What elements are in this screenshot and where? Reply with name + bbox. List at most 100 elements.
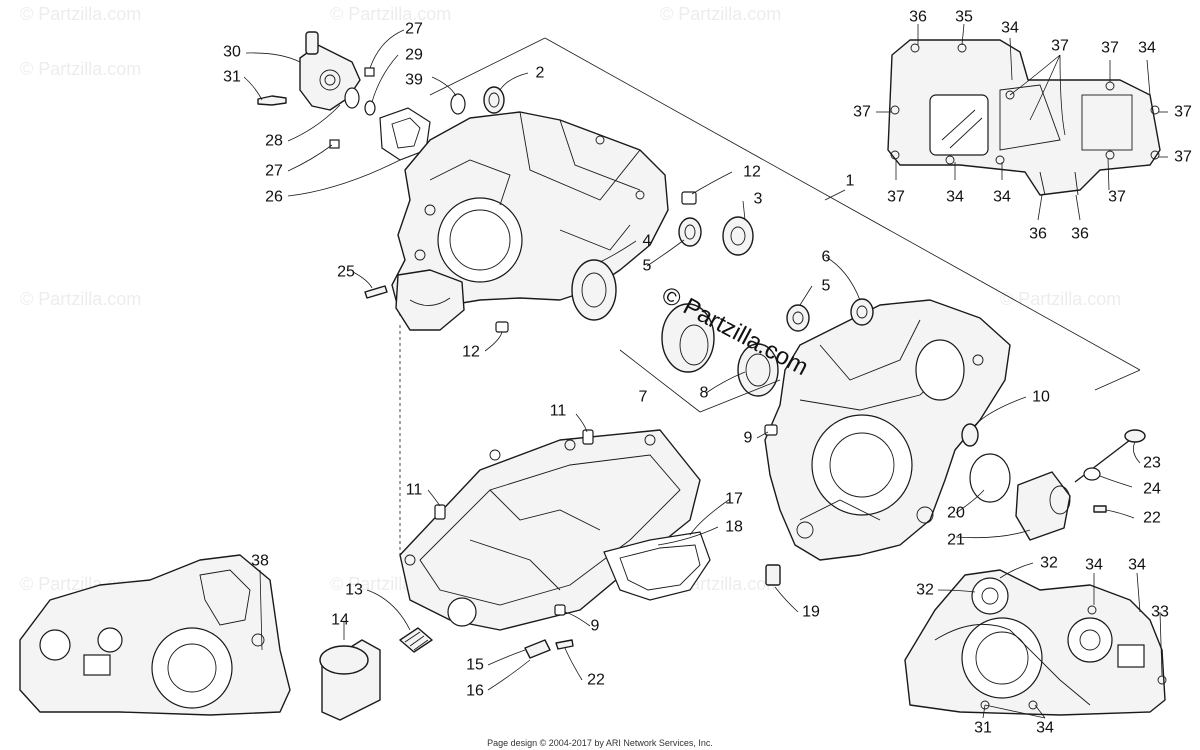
- callout-12: 12: [743, 164, 761, 181]
- callout-6: 6: [822, 249, 831, 266]
- right-side-inset: [904, 569, 1167, 716]
- oil-pan-body: [399, 429, 701, 631]
- seal-housing: [661, 303, 715, 373]
- pump-rotor: [319, 69, 341, 91]
- top-view-inset: [887, 39, 1161, 196]
- callout-37: 37: [853, 104, 871, 121]
- callout-5: 5: [643, 258, 652, 275]
- callout-11: 11: [406, 482, 423, 499]
- callout-38: 38: [251, 553, 269, 570]
- fitting: [524, 639, 551, 659]
- callout-32: 32: [916, 582, 934, 599]
- callout-9: 9: [591, 618, 600, 635]
- oil-filter-cup: [1015, 471, 1071, 541]
- dipstick-cap: [1124, 429, 1146, 443]
- callout-18: 18: [725, 519, 743, 536]
- case-bore: [915, 339, 965, 401]
- screw: [555, 639, 574, 650]
- stud-bolt: [364, 285, 388, 299]
- callout-27: 27: [405, 21, 423, 38]
- page-footer: Page design © 2004-2017 by ARI Network S…: [487, 738, 713, 748]
- callout-2: 2: [536, 65, 545, 82]
- callout-4: 4: [643, 233, 652, 250]
- callout-26: 26: [265, 189, 283, 206]
- bushing: [737, 343, 779, 397]
- callout-28: 28: [265, 133, 283, 150]
- callout-25: 25: [337, 264, 355, 281]
- watermark: © Partzilla.com: [330, 4, 451, 24]
- bearing: [722, 216, 754, 256]
- dowel-pin: [495, 321, 509, 333]
- dowel-pin: [434, 504, 446, 520]
- right-crankcase: [764, 298, 1011, 586]
- bearing: [850, 298, 874, 326]
- dowel-pin: [764, 424, 778, 436]
- bearing: [786, 304, 810, 332]
- callout-13: 13: [345, 582, 363, 599]
- ball-bearing: [571, 259, 617, 321]
- oil-pump-nozzle: [305, 31, 319, 55]
- callout-37: 37: [1174, 149, 1192, 166]
- callout-23: 23: [1143, 455, 1161, 472]
- bolt: [257, 95, 287, 106]
- callout-34: 34: [1036, 720, 1054, 737]
- left-bearings: [571, 216, 754, 321]
- bearing: [678, 217, 702, 247]
- callout-34: 34: [1138, 40, 1156, 57]
- case-bore: [961, 617, 1043, 699]
- left-side-inset: [19, 554, 291, 716]
- drain-plug: [765, 564, 781, 586]
- callout-3: 3: [754, 191, 763, 208]
- dipstick: [1074, 439, 1131, 483]
- o-ring-gasket: [969, 453, 1011, 503]
- callout-36: 36: [1029, 226, 1047, 243]
- callout-17: 17: [725, 491, 743, 508]
- callout-16: 16: [466, 683, 484, 700]
- spin-on-filter: [319, 627, 433, 721]
- oil-seal: [483, 86, 505, 114]
- callout-37: 37: [1108, 189, 1126, 206]
- filter-top: [319, 645, 369, 675]
- callout-labels: 30 31 28 27 26 27 29 39 2 1 12 3 4 5 25 …: [223, 9, 1192, 737]
- callout-27: 27: [265, 163, 283, 180]
- dowel-pin: [681, 191, 697, 205]
- callout-37: 37: [887, 189, 905, 206]
- dowel-pin: [364, 67, 375, 77]
- callout-8: 8: [700, 385, 709, 402]
- callout-21: 21: [947, 532, 965, 549]
- watermark: © Partzilla.com: [20, 289, 141, 309]
- callout-14: 14: [331, 612, 349, 629]
- callout-1: 1: [846, 173, 855, 190]
- callout-22: 22: [587, 672, 605, 689]
- callout-34: 34: [1085, 557, 1103, 574]
- filter-port: [447, 597, 477, 627]
- spring: [399, 627, 433, 653]
- callout-19: 19: [802, 604, 820, 621]
- watermark: © Partzilla.com: [660, 4, 781, 24]
- oil-filter-group: [969, 429, 1146, 541]
- dowel-pin: [329, 139, 340, 149]
- oil-pump-cover-group: [257, 31, 505, 161]
- leader-lines: [243, 23, 1168, 719]
- crankcase-foot: [395, 269, 465, 331]
- callout-7: 7: [639, 389, 648, 406]
- case-bore: [151, 627, 233, 709]
- callout-37: 37: [1101, 40, 1119, 57]
- crank-seal-assembly: [619, 303, 781, 413]
- callout-22: 22: [1143, 510, 1161, 527]
- oil-seal: [961, 423, 979, 447]
- callout-36: 36: [909, 9, 927, 26]
- callout-31: 31: [223, 69, 241, 86]
- crank-bore: [437, 197, 523, 283]
- callout-30: 30: [223, 44, 241, 61]
- callout-34: 34: [1001, 20, 1019, 37]
- o-ring: [1083, 467, 1101, 481]
- watermark: © Partzilla.com: [20, 4, 141, 24]
- callout-36: 36: [1071, 226, 1089, 243]
- gasket: [603, 531, 711, 601]
- callout-29: 29: [405, 47, 423, 64]
- callout-39: 39: [405, 72, 423, 89]
- callout-11: 11: [550, 403, 567, 420]
- callout-24: 24: [1143, 481, 1161, 498]
